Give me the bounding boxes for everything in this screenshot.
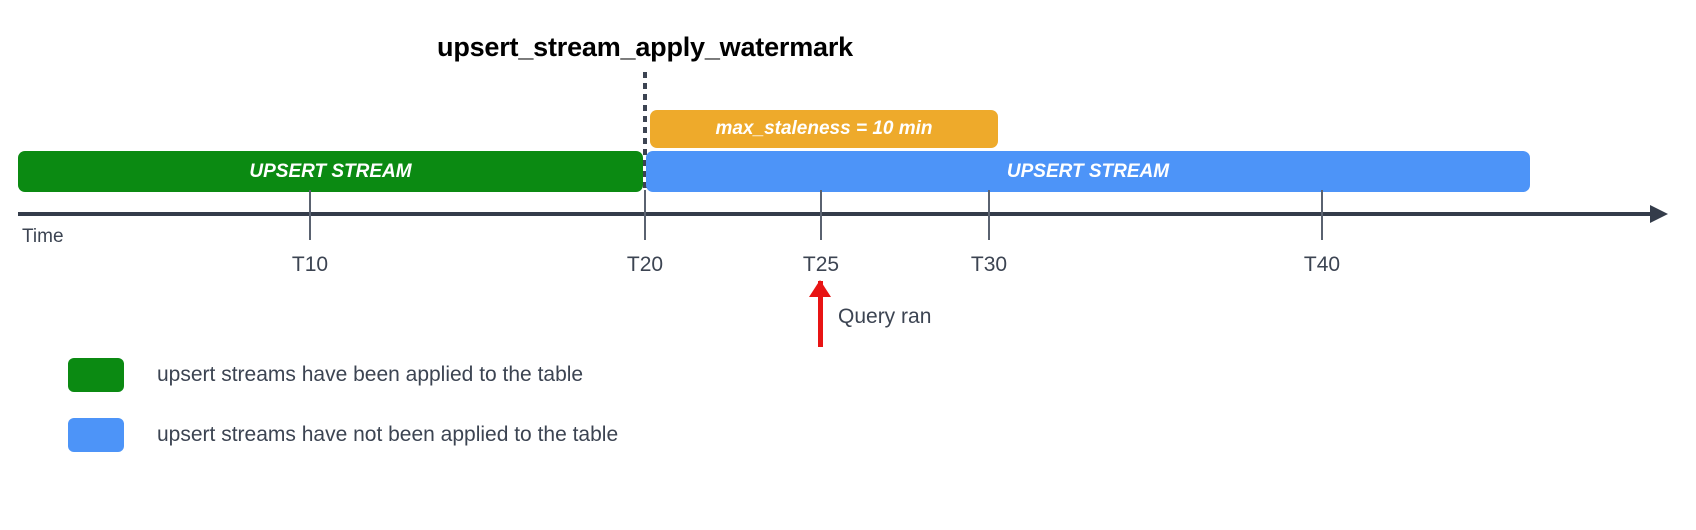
legend-item-not-applied: upsert streams have not been applied to … [68,412,618,458]
upsert-stream-pending-label: UPSERT STREAM [1006,160,1170,182]
query-ran-arrow-icon [809,280,831,297]
legend-label-not-applied: upsert streams have not been applied to … [157,423,619,446]
axis-tick-t40 [1321,190,1323,240]
axis-tick-t20 [644,190,646,240]
axis-tick-label-t30: T30 [970,253,1008,276]
time-axis-line [18,212,1656,216]
axis-tick-t10 [309,190,311,240]
time-axis-arrow-icon [1650,205,1668,223]
query-ran-arrow-shaft [818,281,823,347]
axis-tick-label-t10: T10 [291,253,329,276]
max-staleness-bar: max_staleness = 10 min [650,110,998,148]
axis-tick-label-t25: T25 [802,253,840,276]
legend: upsert streams have been applied to the … [68,352,618,472]
upsert-stream-applied-bar: UPSERT STREAM [18,151,643,192]
legend-item-applied: upsert streams have been applied to the … [68,352,618,398]
legend-label-applied: upsert streams have been applied to the … [157,363,584,386]
page-title: upsert_stream_apply_watermark [437,32,853,62]
legend-swatch-applied [68,358,124,392]
axis-tick-t30 [988,190,990,240]
max-staleness-label: max_staleness = 10 min [715,118,933,139]
upsert-stream-applied-label: UPSERT STREAM [249,160,412,182]
watermark-dotted-line [643,72,647,190]
axis-tick-label-t40: T40 [1303,253,1341,276]
upsert-stream-pending-bar: UPSERT STREAM [646,151,1530,192]
legend-swatch-not-applied [68,418,124,452]
query-ran-label: Query ran [838,305,932,328]
axis-tick-t25 [820,190,822,240]
axis-tick-label-t20: T20 [626,253,664,276]
time-axis-caption: Time [22,226,64,247]
